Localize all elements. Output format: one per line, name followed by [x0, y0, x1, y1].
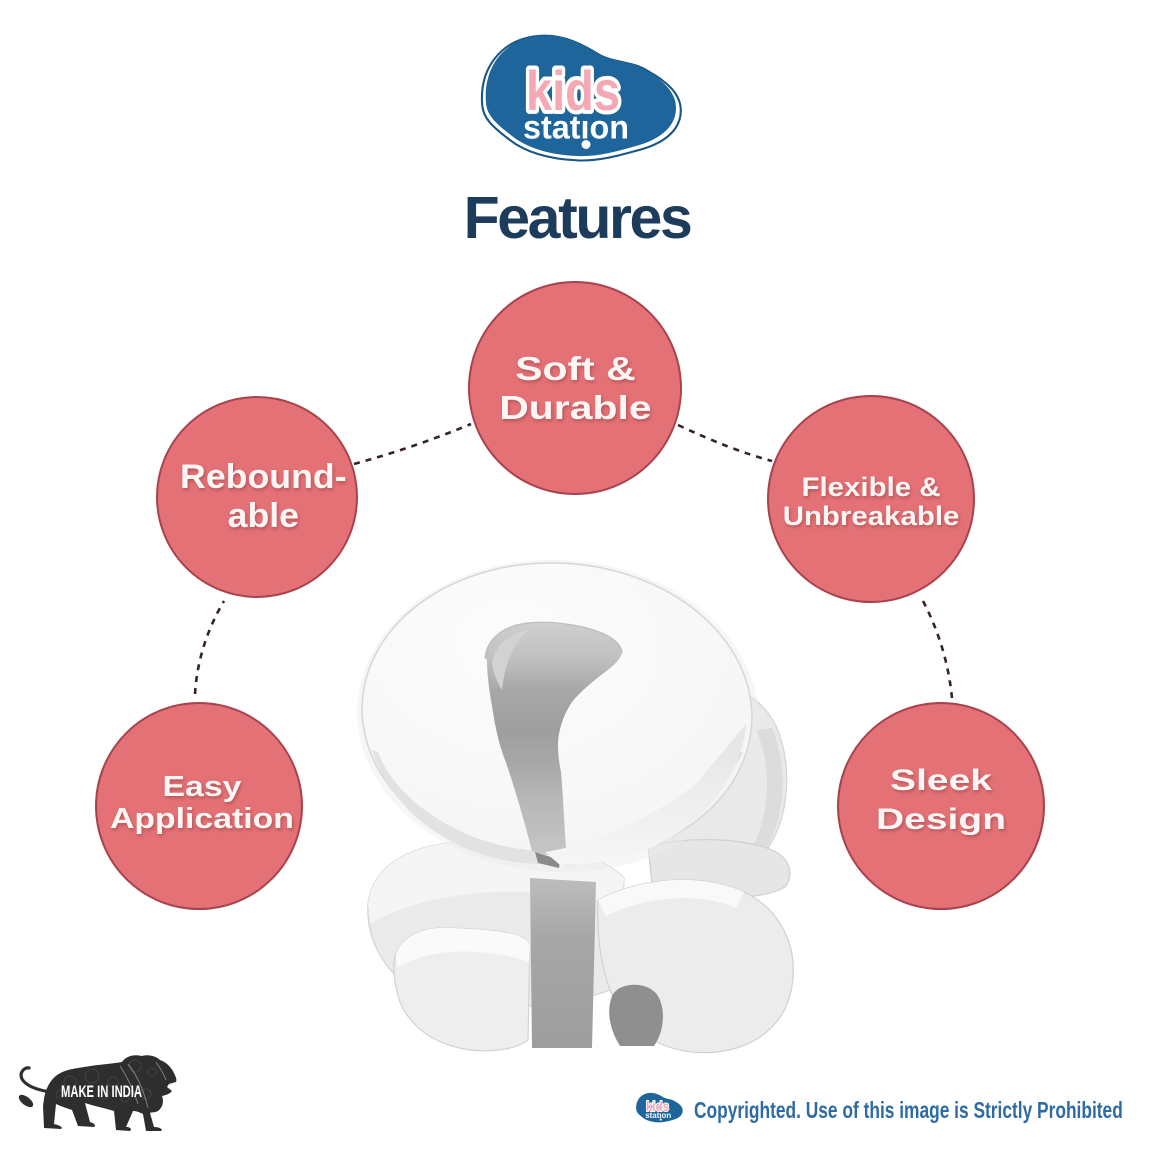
svg-text:kids: kids	[526, 59, 620, 122]
svg-text:statıon: statıon	[523, 109, 629, 146]
svg-text:kids: kids	[646, 1099, 669, 1114]
svg-text:MAKE IN INDIA: MAKE IN INDIA	[61, 1083, 142, 1101]
svg-text:statıon: statıon	[645, 1111, 671, 1120]
